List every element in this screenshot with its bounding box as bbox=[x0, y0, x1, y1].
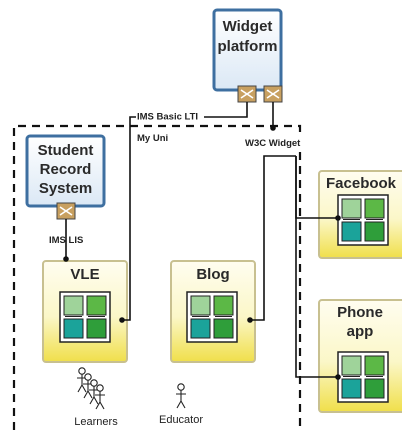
srs-label-1: Student bbox=[38, 142, 94, 159]
phone-app-label-2: app bbox=[347, 323, 374, 340]
phone-app-widgets bbox=[337, 351, 389, 403]
learners-label: Learners bbox=[74, 416, 118, 428]
ims-lis-label: IMS LIS bbox=[49, 235, 83, 246]
srs-connector bbox=[56, 202, 76, 220]
widget-platform-box: Widget platform bbox=[212, 8, 283, 92]
educator-icon bbox=[176, 383, 186, 409]
srs-label-3: System bbox=[39, 180, 92, 197]
blog-box: Blog bbox=[170, 260, 256, 363]
facebook-box: Facebook bbox=[318, 170, 402, 259]
widget-platform-label-1: Widget bbox=[223, 18, 273, 35]
widget-platform-connector-right bbox=[263, 85, 283, 103]
phone-app-box: Phone app bbox=[318, 299, 402, 413]
blog-widgets bbox=[186, 291, 238, 343]
phone-app-label-1: Phone bbox=[337, 304, 383, 321]
blog-label: Blog bbox=[196, 266, 229, 283]
vle-label: VLE bbox=[70, 266, 99, 283]
learners-icon bbox=[77, 367, 105, 410]
connection-dots bbox=[63, 125, 341, 380]
my-uni-label: My Uni bbox=[137, 133, 168, 144]
vle-box: VLE bbox=[42, 260, 128, 363]
educator-label: Educator bbox=[159, 414, 203, 426]
facebook-widgets bbox=[337, 194, 389, 246]
w3c-widget-label: W3C Widget bbox=[245, 138, 301, 149]
srs-label-2: Record bbox=[40, 161, 92, 178]
widget-platform-label-2: platform bbox=[218, 38, 278, 55]
facebook-label: Facebook bbox=[326, 175, 397, 192]
connection-lines bbox=[65, 102, 338, 378]
my-uni-boundary bbox=[12, 124, 302, 430]
ims-basic-lti-label: IMS Basic LTI bbox=[137, 112, 198, 123]
vle-widgets bbox=[59, 291, 111, 343]
widget-platform-connector-left bbox=[237, 85, 257, 103]
student-record-system-box: Student Record System bbox=[25, 134, 106, 208]
